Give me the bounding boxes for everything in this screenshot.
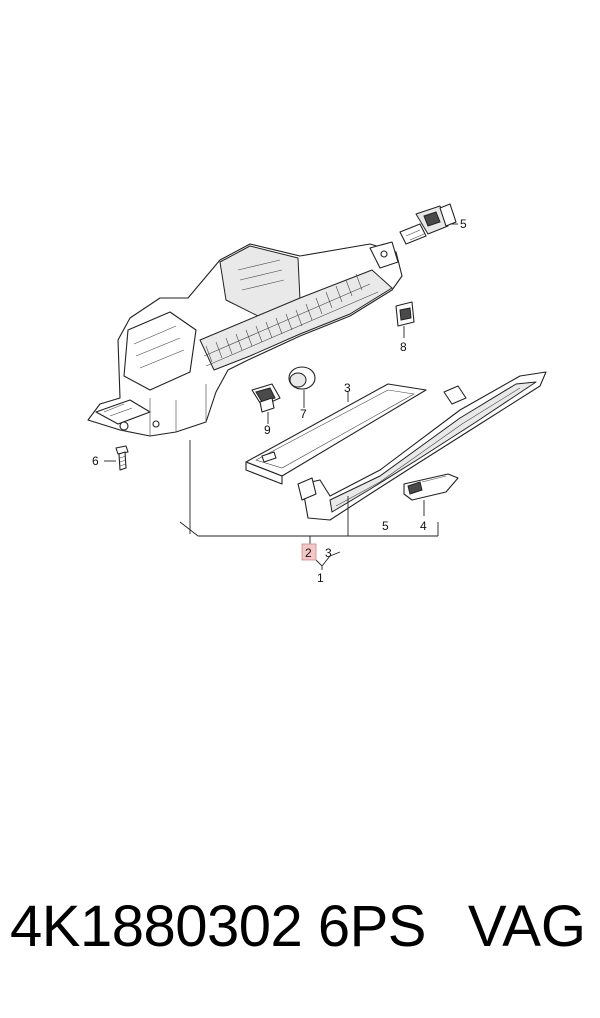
callout-3-bottom: 3 — [325, 546, 332, 560]
callout-5-bottom: 5 — [382, 519, 389, 533]
highlight-box-2 — [301, 543, 317, 561]
brand-label: VAG — [467, 894, 586, 959]
exploded-parts-diagram: 5 8 9 7 6 3 — [87, 203, 547, 585]
callout-8: 8 — [400, 340, 407, 354]
clip-part-8 — [395, 301, 415, 327]
insert-mat-part-3 — [245, 383, 427, 485]
damper-part-9 — [251, 383, 281, 413]
callout-5-top: 5 — [460, 217, 467, 231]
callout-3-top: 3 — [344, 381, 351, 395]
handle-part-4 — [403, 473, 459, 501]
callout-6: 6 — [92, 454, 99, 468]
callout-9: 9 — [264, 423, 271, 437]
latch-lock-cylinder — [399, 203, 457, 245]
cap-part-7 — [288, 366, 316, 390]
screw-part-6 — [115, 445, 129, 471]
glove-box-lid-part-5 — [297, 371, 547, 521]
callout-2: 2 — [305, 546, 312, 560]
assembly-leader-lines — [179, 440, 439, 570]
callout-1: 1 — [317, 571, 324, 585]
glove-box-housing — [87, 241, 403, 437]
callout-7: 7 — [300, 407, 307, 421]
part-number: 4K1880302 6PS — [10, 894, 426, 959]
callout-4: 4 — [420, 519, 427, 533]
